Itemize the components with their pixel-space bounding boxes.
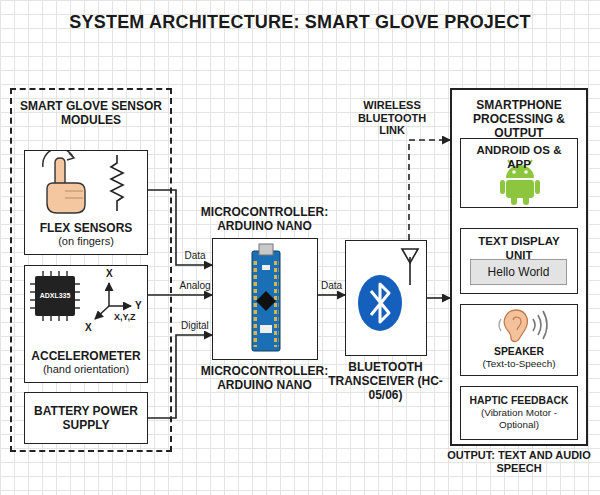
edge-label: Data xyxy=(185,250,206,262)
node-caption: MICROCONTROLLER: ARDUINO NANO xyxy=(190,205,340,233)
sensor-group: SMART GLOVE SENSOR MODULES FLEX SENSORS(… xyxy=(10,88,172,452)
node-subtext: (on fingers) xyxy=(58,235,114,248)
edge-label: Digital xyxy=(181,320,209,332)
connector-arrow xyxy=(148,190,212,265)
node-heading: HAPTIC FEEDBACK xyxy=(470,395,569,407)
node-heading: SMARTPHONE PROCESSING & OUTPUT xyxy=(456,98,582,140)
node-subtext: (Vibration Motor - Optional) xyxy=(465,407,573,430)
axis-label: X xyxy=(85,323,92,333)
accelerometer-box: ACCELEROMETER(hand orientation)ADXL335XY… xyxy=(24,265,148,383)
battery-box: BATTERY POWER SUPPLY xyxy=(24,392,148,444)
node-heading: ANDROID OS & APP xyxy=(465,144,573,171)
node-heading: BATTERY POWER SUPPLY xyxy=(29,404,143,432)
edge-label: WIRELESS BLUETOOTH LINK xyxy=(350,99,434,137)
ear-sound-icon xyxy=(461,305,579,345)
bluetooth-box: BLUETOOTH TRANSCEIVER (HC-05/06) xyxy=(345,240,427,356)
node-heading: SMART GLOVE SENSOR MODULES xyxy=(16,99,166,127)
node-heading: FLEX SENSORS xyxy=(40,221,133,235)
flex-sensor-icon xyxy=(25,151,149,217)
axis-label: X,Y,Z xyxy=(114,313,136,322)
connector-arrow xyxy=(409,140,450,240)
haptic-box: HAPTIC FEEDBACK(Vibration Motor - Option… xyxy=(460,386,578,440)
speaker-box: SPEAKER(Text-to-Speech) xyxy=(460,304,578,376)
node-heading: ACCELEROMETER xyxy=(31,349,140,363)
node-heading: SPEAKER xyxy=(494,346,544,358)
android-app-box: ANDROID OS & APP xyxy=(460,138,578,208)
node-heading: Hello World xyxy=(488,265,550,279)
connector-arrow xyxy=(148,294,212,296)
text-display-box: TEXT DISPLAY UNITHello World xyxy=(460,228,578,294)
bluetooth-module-icon xyxy=(346,241,428,357)
smartphone-panel: SMARTPHONE PROCESSING & OUTPUTOUTPUT: TE… xyxy=(450,88,588,446)
edge-label: Analog xyxy=(180,280,211,292)
node-subtext: (Text-to-Speech) xyxy=(483,358,556,370)
arduino-nano-board xyxy=(213,239,319,361)
connector-arrow xyxy=(318,294,345,296)
axis-label: Y xyxy=(135,301,142,311)
microcontroller-box: MICROCONTROLLER: ARDUINO NANOMICROCONTRO… xyxy=(212,238,318,360)
node-subtext: (hand orientation) xyxy=(43,363,129,376)
flex-sensor-box: FLEX SENSORS(on fingers) xyxy=(24,150,148,255)
diagram-title: SYSTEM ARCHITECTURE: SMART GLOVE PROJECT xyxy=(0,12,600,33)
node-caption: MICROCONTROLLER: ARDUINO NANO xyxy=(190,364,340,392)
edge-label: Data xyxy=(321,280,342,292)
node-caption: BLUETOOTH TRANSCEIVER (HC-05/06) xyxy=(325,360,447,402)
chip-label: ADXL335 xyxy=(35,292,75,299)
axis-label: X xyxy=(106,269,113,279)
connector-arrow xyxy=(427,297,450,299)
node-caption: OUTPUT: TEXT AND AUDIO SPEECH xyxy=(445,449,593,475)
display-screen: Hello World xyxy=(470,259,567,285)
